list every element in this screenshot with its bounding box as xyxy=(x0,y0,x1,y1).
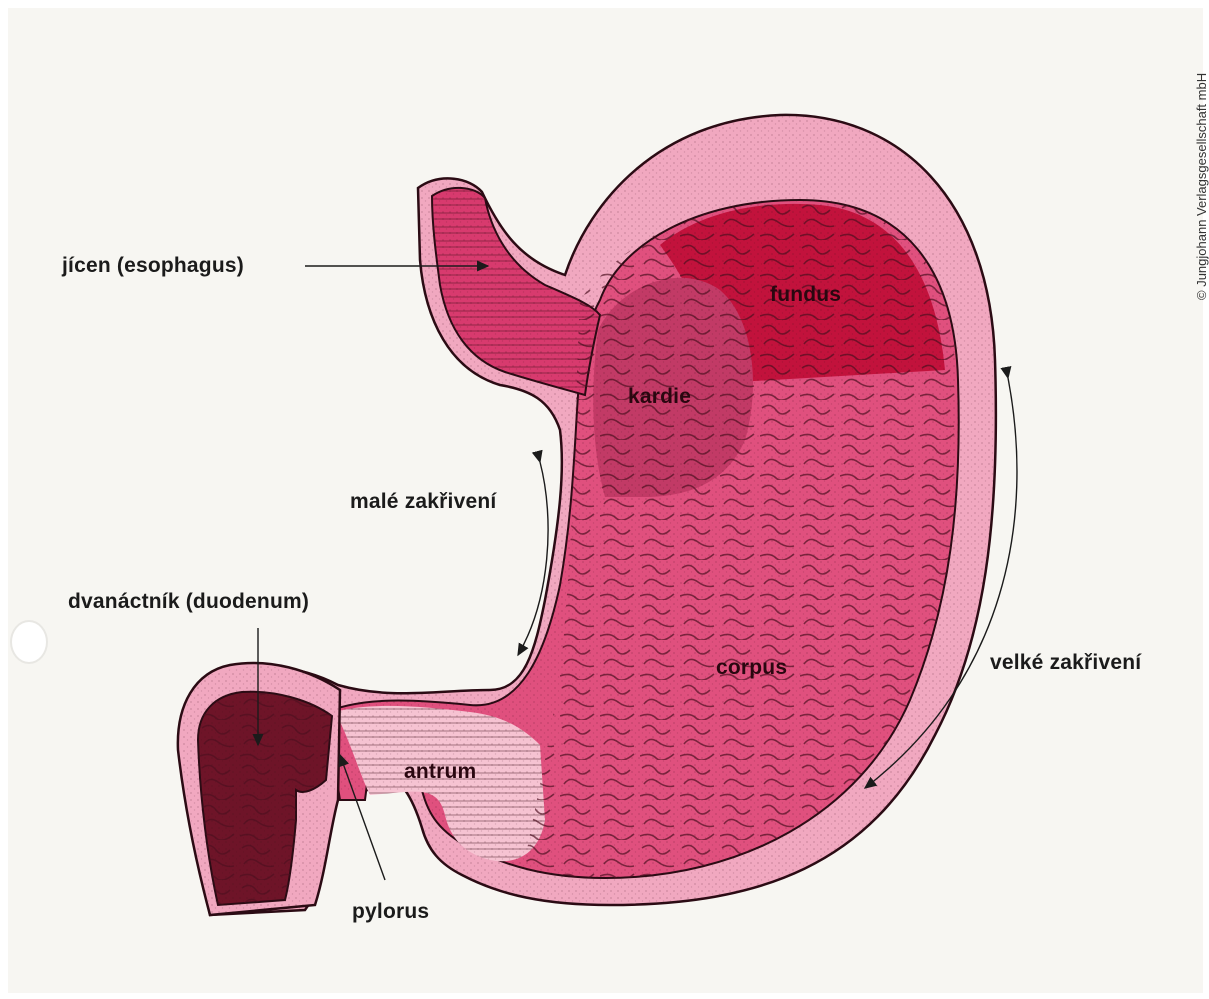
copyright-notice: © Jungjohann Verlagsgesellschaft mbH xyxy=(1194,73,1209,300)
wall-stipple xyxy=(181,115,996,915)
label-fundus: fundus xyxy=(770,283,841,307)
label-duodenum: dvanáctník (duodenum) xyxy=(68,590,309,614)
label-pylorus: pylorus xyxy=(352,900,429,924)
label-antrum: antrum xyxy=(404,760,476,784)
label-lesser-curvature: malé zakřivení xyxy=(350,490,496,514)
label-greater-curvature: velké zakřivení xyxy=(990,651,1141,675)
label-corpus: corpus xyxy=(716,656,787,680)
label-cardia: kardie xyxy=(628,385,691,409)
label-esophagus: jícen (esophagus) xyxy=(62,254,244,278)
